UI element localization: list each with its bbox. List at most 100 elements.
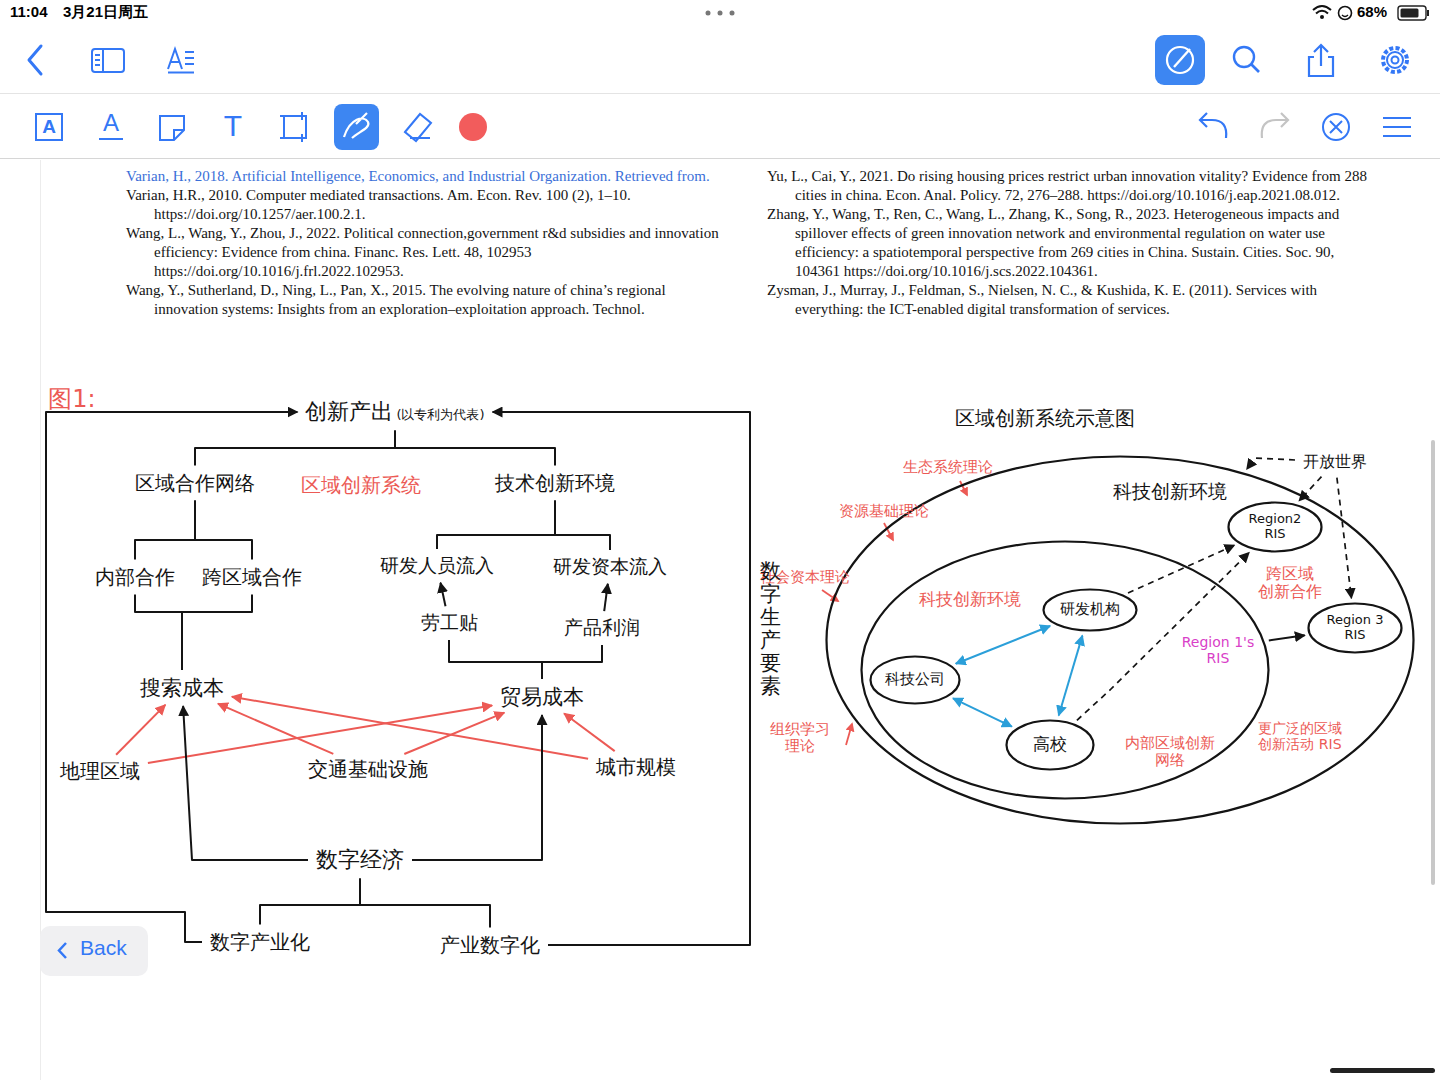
- reference-entry: Wang, L., Wang, Y., Zhou, J., 2022. Poli…: [126, 224, 726, 281]
- back-button-label: Back: [80, 936, 127, 960]
- connector: [953, 698, 1012, 726]
- concept-node: 区域合作网络: [131, 470, 259, 497]
- connector: [195, 431, 395, 466]
- node-text: 高校: [1033, 735, 1067, 755]
- concept-node: 数字经济: [312, 845, 408, 874]
- node-text: Region 1's RIS: [1179, 634, 1257, 666]
- figure-number: 图1:: [48, 386, 95, 414]
- node-text: 交通基础设施: [308, 758, 428, 781]
- reference-column: Varian, H., 2018. Artificial Intelligenc…: [126, 167, 726, 319]
- close-icon: [1330, 121, 1342, 133]
- status-time: 11:04: [10, 3, 48, 20]
- multitask-dot: [706, 11, 711, 16]
- pen-mode-button: [1174, 49, 1190, 67]
- reference-entry: Zhang, Y., Wang, T., Ren, C., Wang, L., …: [767, 205, 1367, 281]
- node-text: 产品利润: [564, 617, 640, 639]
- reference-entry: Wang, Y., Sutherland, D., Ning, L., Pan,…: [126, 281, 726, 319]
- concept-node: 搜索成本: [136, 674, 228, 702]
- concept-node: 贸易成本: [496, 683, 588, 711]
- ellipse-outline: [860, 540, 1270, 800]
- node-text: Region2 RIS: [1243, 512, 1307, 542]
- connector: [449, 640, 542, 679]
- status-icon: [1339, 7, 1352, 20]
- ellipse-outline-shape: [1007, 721, 1094, 770]
- battery-icon: [1427, 10, 1429, 16]
- menu-icon: [1383, 118, 1411, 136]
- pen-tool-button: [344, 113, 368, 138]
- theory-arrow: [846, 724, 852, 745]
- share-icon: [1309, 45, 1333, 76]
- concept-node: 研发资本流入: [549, 554, 671, 580]
- connector: [437, 501, 555, 550]
- node-text: 劳工贴: [421, 612, 478, 634]
- node-text: 城市规模: [596, 756, 676, 779]
- theory-label: 资源基础理论: [839, 503, 929, 520]
- eraser-icon: [405, 114, 431, 141]
- node-text: 数字经济: [316, 847, 404, 872]
- node-text: 科技公司: [885, 671, 945, 688]
- connector: [183, 706, 308, 860]
- node-text: 区域合作网络: [135, 472, 255, 495]
- annotation: 区域创新系统: [301, 474, 421, 497]
- text-format-icon: [168, 49, 194, 73]
- connector: [135, 501, 195, 560]
- toolbar-glyph: T: [224, 109, 242, 144]
- battery-icon: [1398, 6, 1426, 20]
- annotation: 内部区域创新 网络: [1124, 735, 1216, 770]
- dashed-connector: [1247, 458, 1295, 469]
- undo-icon: [1200, 113, 1226, 138]
- ellipse-outline-shape: [827, 457, 1414, 824]
- dashed-connector: [1337, 478, 1352, 598]
- reference-entry: Zysman, J., Murray, J., Feldman, S., Nie…: [767, 281, 1367, 319]
- connector: [564, 714, 615, 752]
- lasso-icon: [160, 116, 184, 140]
- connector: [195, 501, 252, 560]
- node-text: 跨区域合作: [202, 566, 302, 589]
- reference-entry: Yu, L., Cai, Y., 2021. Do rising housing…: [767, 167, 1367, 205]
- concept-node: 地理区域: [56, 758, 144, 785]
- concept-node: 产业数字化: [436, 932, 544, 959]
- node-text: 研发机构: [1060, 601, 1120, 618]
- node-text: 开放世界: [1303, 453, 1367, 471]
- connector: [182, 595, 252, 670]
- connector: [46, 412, 297, 942]
- status-date: 3月21日周五: [63, 3, 148, 20]
- node-text-wrap: 研发机构: [1060, 601, 1120, 618]
- close-icon: [1323, 114, 1349, 140]
- node-text: 地理区域: [60, 760, 140, 783]
- diagram-heading: 区域创新系统示意图: [955, 407, 1135, 430]
- theory-label: 生态系统理论: [903, 459, 993, 476]
- connector: [260, 879, 360, 925]
- search-icon: [1251, 64, 1259, 72]
- actor-ellipse: 高校: [1005, 719, 1095, 771]
- color-dot: [459, 113, 487, 141]
- connector: [395, 431, 555, 466]
- annotation: 科技创新环境: [919, 590, 1021, 610]
- node-text: 研发人员流入: [380, 555, 494, 577]
- actor-ellipse: 科技公司: [869, 655, 961, 705]
- sidebar-icon: [95, 49, 103, 72]
- ellipse-outline-shape: [1229, 503, 1322, 552]
- annotation: 跨区域 创新合作: [1257, 565, 1323, 602]
- back-chevron: [29, 46, 41, 74]
- connector: [604, 584, 608, 611]
- connector: [555, 501, 610, 551]
- settings-icon: [1383, 48, 1407, 72]
- edge-label: 数字生产要素: [760, 560, 781, 699]
- toolbar-divider: [0, 93, 1440, 94]
- node-text: 搜索成本: [140, 676, 224, 700]
- node-text: 产业数字化: [440, 934, 540, 957]
- scrollbar: [1431, 440, 1435, 885]
- node-text: 内部合作: [95, 566, 175, 589]
- node-text-wrap: Region 3 RIS: [1323, 613, 1387, 643]
- region-ris-ellipse: Region2 RIS: [1227, 501, 1323, 553]
- connector: [1269, 635, 1305, 640]
- node-text-wrap: Region2 RIS: [1243, 512, 1307, 542]
- text-style-icon: [99, 138, 123, 140]
- connector: [135, 595, 182, 670]
- pen-tool-button: [334, 104, 379, 150]
- connector: [116, 705, 165, 755]
- connector: [360, 879, 490, 928]
- connector: [148, 705, 492, 763]
- concept-node: 城市规模: [592, 754, 680, 781]
